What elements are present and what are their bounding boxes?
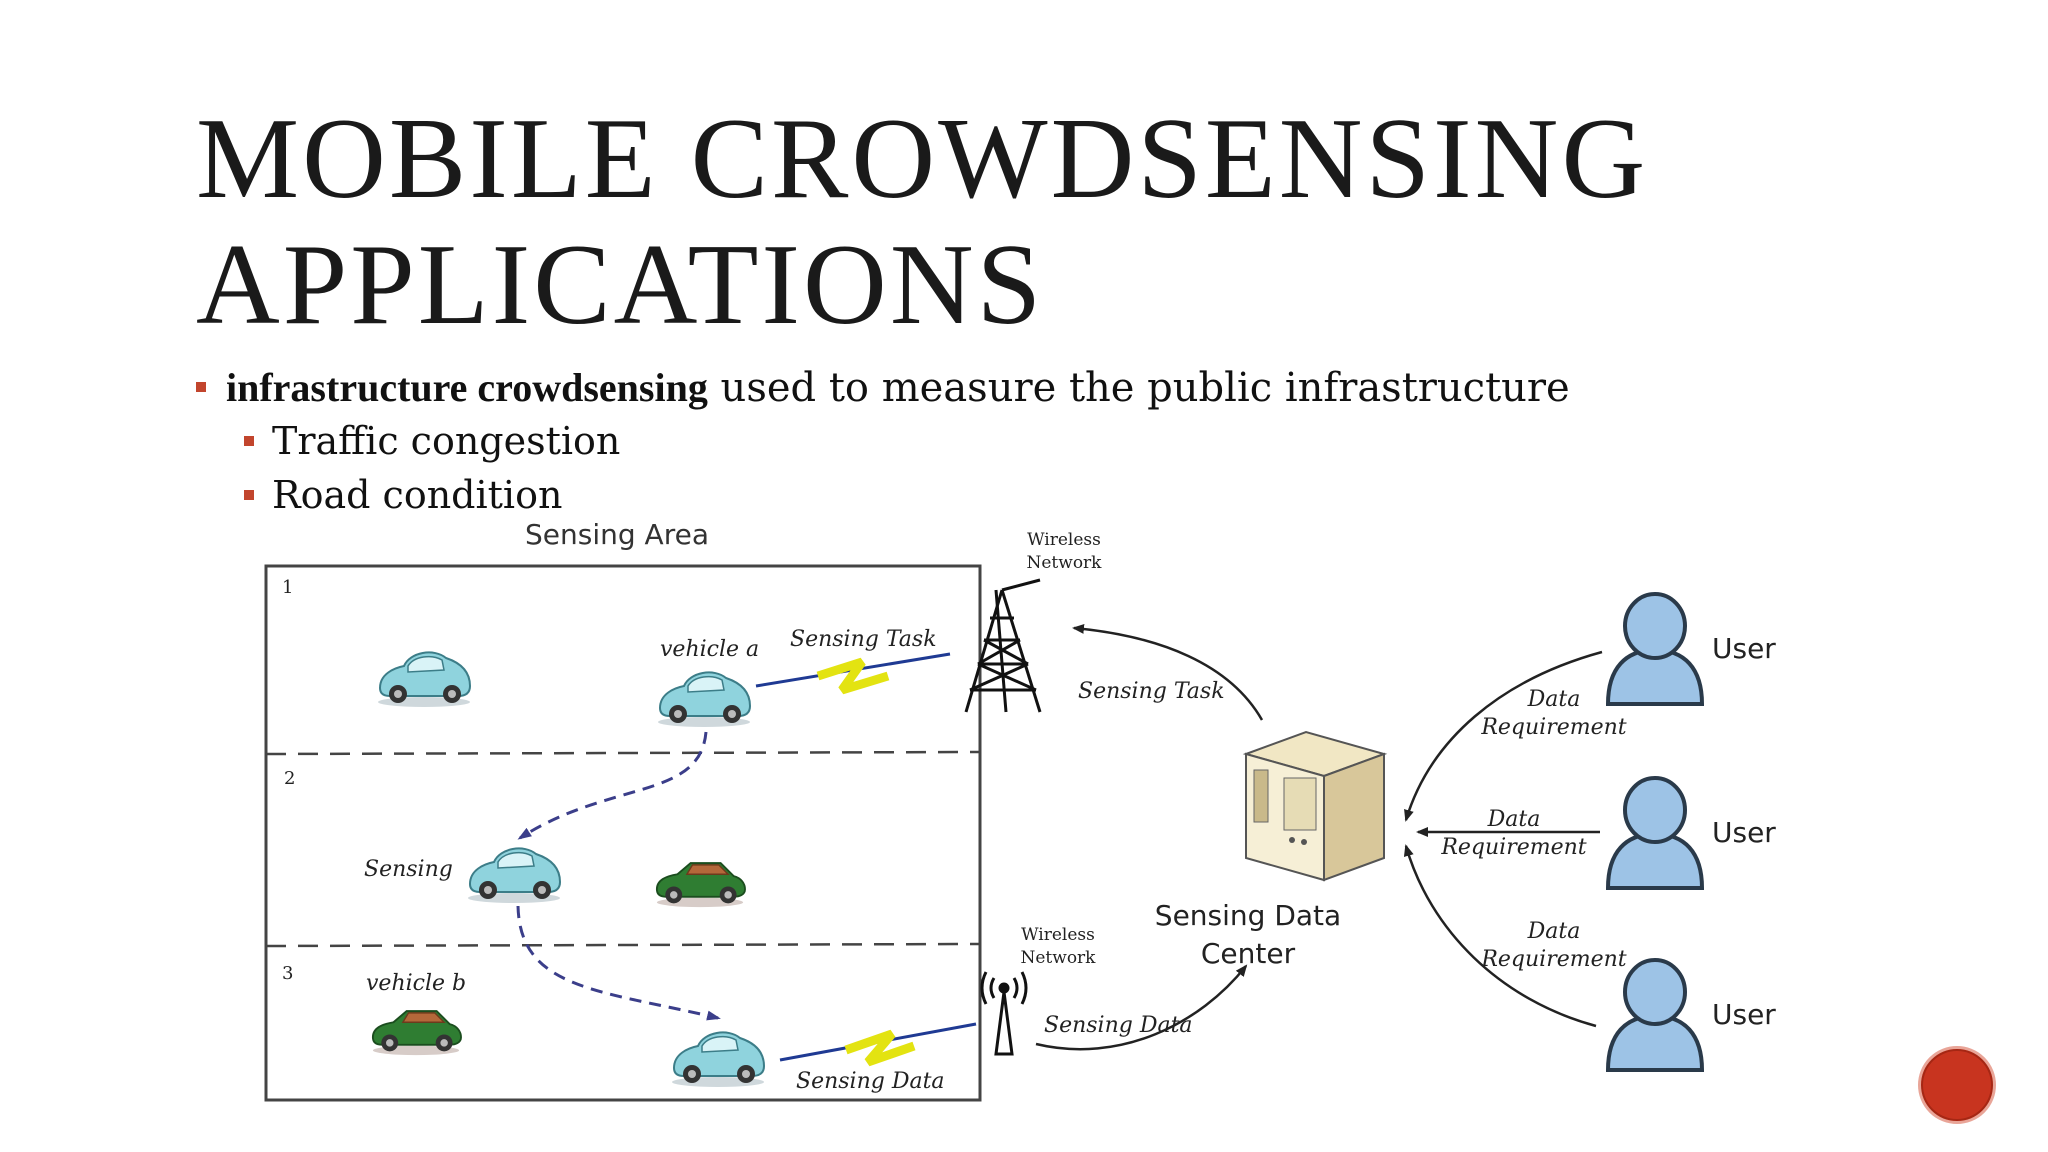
user-label: User bbox=[1712, 816, 1776, 849]
user-label: User bbox=[1712, 632, 1776, 665]
bullet-text: used to measure the public infrastructur… bbox=[707, 365, 1570, 411]
user-label: User bbox=[1712, 998, 1776, 1031]
lightning-bolt-icon bbox=[816, 657, 890, 695]
sensing-data-label: Sensing Data bbox=[796, 1069, 945, 1094]
title-line-2: APPLICATIONS bbox=[196, 221, 1045, 349]
bullet-marker bbox=[244, 490, 254, 500]
center-label-line1: Sensing Data bbox=[1155, 899, 1341, 932]
data-requirement-label: Requirement bbox=[1480, 947, 1626, 972]
sensing-task-arrow bbox=[1072, 623, 1264, 721]
title-line-1: MOBILE CROWDSENSING bbox=[196, 95, 1649, 223]
user-icon bbox=[1606, 776, 1704, 890]
sensing-data-arrow bbox=[1035, 964, 1248, 1051]
zone-divider bbox=[265, 942, 981, 948]
bullet-marker bbox=[196, 382, 206, 392]
sub-bullet-item: Traffic congestion bbox=[196, 414, 1570, 468]
slide-title: MOBILE CROWDSENSING APPLICATIONS bbox=[196, 96, 1648, 348]
users-group: User User User bbox=[1606, 592, 1776, 1072]
data-requirement-label: Requirement bbox=[1440, 835, 1586, 860]
sensing-area-box bbox=[264, 564, 982, 1102]
sub-bullet-item: Road condition bbox=[196, 468, 1570, 522]
lightning-bolt-icon bbox=[844, 1029, 916, 1067]
wireless-network-label: Network bbox=[1021, 948, 1097, 968]
sensing-label: Sensing bbox=[364, 857, 453, 882]
center-label-line2: Center bbox=[1201, 937, 1296, 970]
sub-bullet-text: Traffic congestion bbox=[272, 419, 621, 463]
sensing-task-label: Sensing Task bbox=[790, 627, 937, 652]
wireless-network-label: Network bbox=[1027, 553, 1103, 573]
data-requirement-arrow bbox=[1404, 650, 1603, 822]
wireless-network-label: Wireless bbox=[1027, 530, 1101, 550]
sub-bullet-text: Road condition bbox=[272, 473, 563, 517]
bullet-bold-text: infrastructure crowdsensing bbox=[226, 365, 708, 410]
movement-path bbox=[517, 731, 708, 840]
slide-nav-button[interactable] bbox=[1918, 1046, 1996, 1124]
wireless-tower-top: Wireless Network bbox=[964, 530, 1103, 713]
sensing-data-center: Sensing Data Center bbox=[1155, 730, 1388, 970]
zone-label-2: 2 bbox=[284, 768, 295, 789]
sensing-task-arrow-label: Sensing Task bbox=[1078, 679, 1225, 704]
data-requirement-label: Data bbox=[1487, 807, 1541, 832]
zone-label-3: 3 bbox=[282, 963, 293, 984]
sensing-area-title: Sensing Area bbox=[525, 518, 709, 551]
zone-label-1: 1 bbox=[282, 577, 293, 598]
vehicle-b-label: vehicle b bbox=[366, 971, 466, 996]
zone-divider bbox=[265, 750, 981, 756]
tower-icon bbox=[964, 578, 1042, 713]
sensing-data-arrow-label: Sensing Data bbox=[1044, 1013, 1193, 1038]
bullet-list: infrastructure crowdsensing used to meas… bbox=[196, 362, 1570, 522]
server-icon bbox=[1242, 730, 1388, 882]
user-icon bbox=[1606, 592, 1704, 706]
data-requirement-label: Data bbox=[1527, 919, 1581, 944]
data-requirement-label: Data bbox=[1527, 687, 1581, 712]
data-requirement-label: Requirement bbox=[1480, 715, 1626, 740]
wireless-network-label: Wireless bbox=[1021, 925, 1095, 945]
user-icon bbox=[1606, 958, 1704, 1072]
data-requirement-arrow bbox=[1403, 844, 1597, 1028]
sensing-area: Sensing Area 1 2 3 vehicle a Sensing veh… bbox=[264, 518, 982, 1102]
wireless-antenna-bottom: Wireless Network bbox=[980, 925, 1097, 1056]
bullet-item: infrastructure crowdsensing used to meas… bbox=[196, 362, 1570, 414]
vehicle-a-label: vehicle a bbox=[660, 637, 759, 662]
antenna-icon bbox=[980, 971, 1028, 1056]
movement-path bbox=[516, 905, 721, 1021]
bullet-marker bbox=[244, 436, 254, 446]
